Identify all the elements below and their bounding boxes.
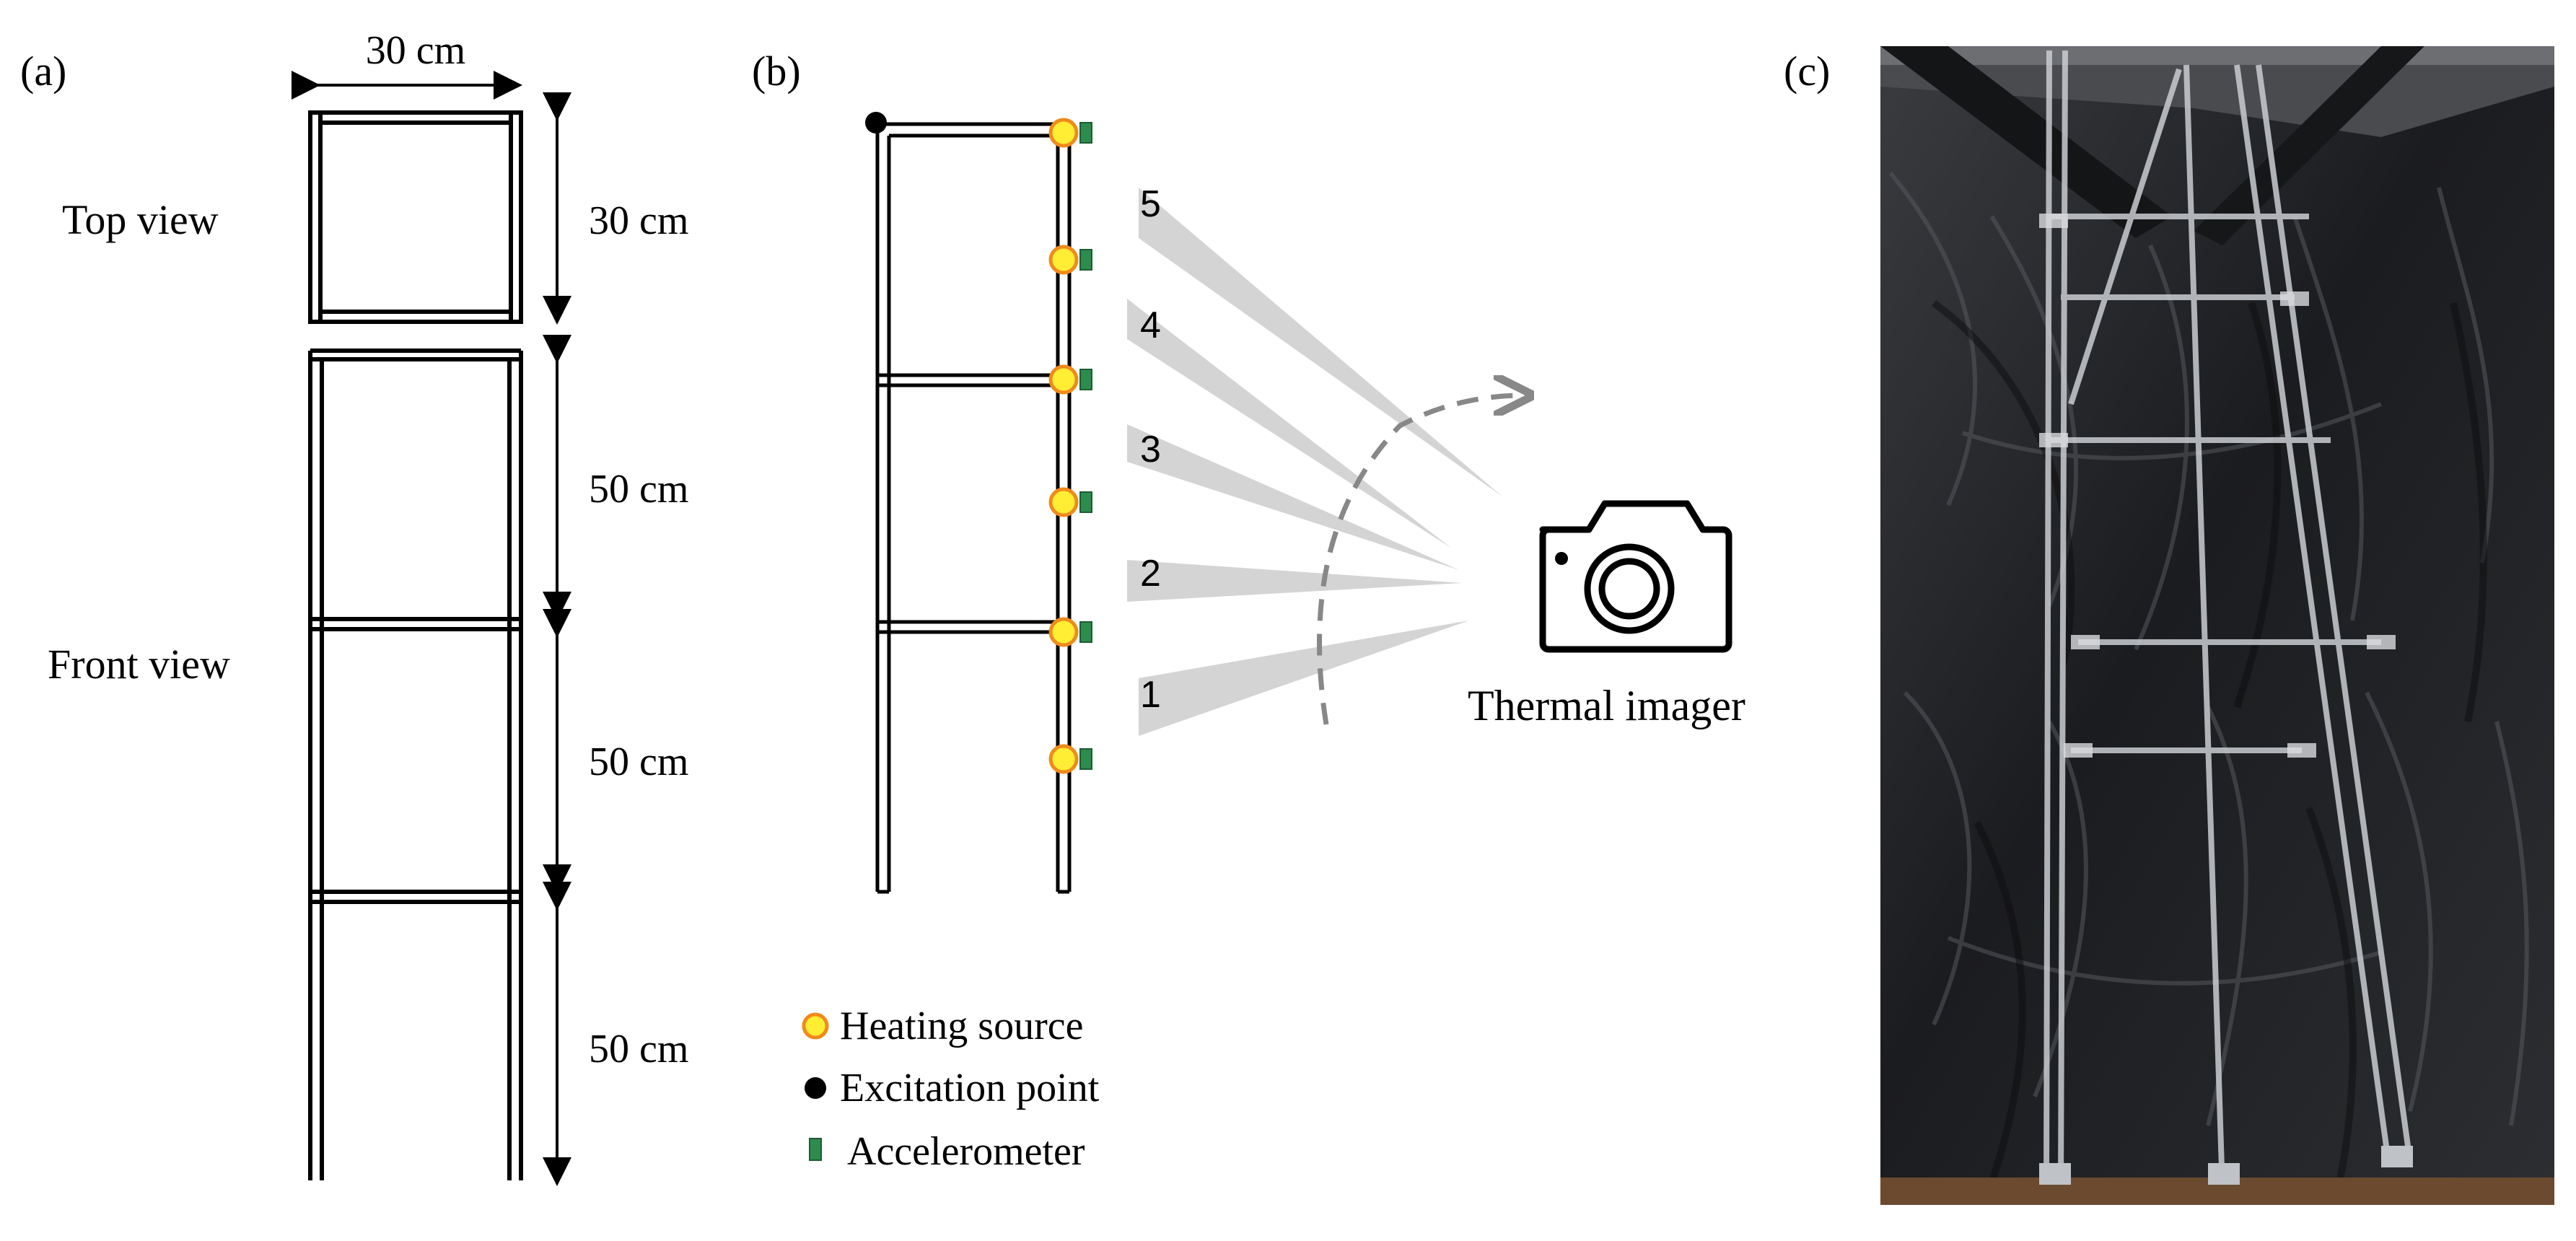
accelerometer (1079, 621, 1092, 643)
legend-heating-swatch (802, 1012, 829, 1040)
view-beam-3 (1127, 424, 1459, 570)
accelerometer (1079, 369, 1092, 390)
legend-excitation: Excitation point (805, 1066, 1100, 1110)
sensor-level-1 (1048, 118, 1092, 148)
view-beam-1 (1139, 620, 1469, 736)
view-beams (1127, 188, 1502, 736)
sensor-level-5 (1048, 617, 1092, 647)
front-view-label: Front view (48, 641, 230, 688)
accelerometer (1079, 249, 1092, 271)
top-view-frame (308, 110, 523, 324)
legend-excitation-swatch (805, 1077, 826, 1099)
top-view-label: Top view (62, 196, 219, 243)
heating-source (1048, 744, 1079, 774)
panel-b-label: (b) (752, 48, 801, 95)
legend-accelerometer: Accelerometer (809, 1129, 1085, 1174)
heating-source (1048, 617, 1079, 647)
dim-story-2-label: 50 cm (589, 740, 688, 784)
dimension-arrows (292, 71, 571, 1186)
legend-heating: Heating source (802, 1004, 1083, 1048)
camera-label: Thermal imager (1468, 682, 1745, 729)
accelerometer (1079, 491, 1092, 513)
sensor-stack (1048, 118, 1092, 774)
view-beam-4 (1127, 299, 1452, 548)
view-label-5: 5 (1140, 183, 1161, 225)
sensor-level-4 (1048, 487, 1092, 517)
camera-icon (1539, 500, 1732, 653)
heating-source (1048, 245, 1079, 275)
view-label-4: 4 (1140, 304, 1161, 346)
view-label-3: 3 (1140, 429, 1161, 470)
panel-a: (a) 30 (20, 28, 688, 1186)
view-label-1: 1 (1140, 674, 1161, 716)
photo (1880, 46, 2554, 1205)
front-view-frame (308, 348, 523, 1180)
accelerometer (1079, 122, 1092, 144)
heating-source (1048, 364, 1079, 395)
sensor-level-2 (1048, 245, 1092, 275)
excitation-point (865, 112, 887, 133)
rotation-arc (1317, 395, 1524, 725)
legend-accelerometer-swatch (809, 1138, 822, 1161)
legend-accelerometer-label: Accelerometer (847, 1129, 1085, 1174)
dim-story-3-label: 50 cm (589, 1027, 688, 1071)
side-view-frame (875, 122, 1072, 894)
panel-c-label: (c) (1784, 48, 1830, 95)
legend-heating-label: Heating source (840, 1004, 1083, 1048)
dim-depth-label: 30 cm (589, 198, 688, 243)
legend: Heating source Excitation point Accelero… (802, 1004, 1100, 1174)
accelerometer (1079, 748, 1092, 770)
view-beam-2 (1127, 560, 1462, 602)
view-label-2: 2 (1140, 553, 1161, 595)
dim-width-label: 30 cm (366, 28, 465, 73)
sensor-level-3 (1048, 364, 1092, 395)
panel-b: (b) (752, 48, 1745, 1174)
panel-c: (c) (1784, 46, 2554, 1205)
heating-source (1048, 118, 1079, 148)
legend-excitation-label: Excitation point (840, 1066, 1100, 1110)
dim-story-1-label: 50 cm (589, 467, 688, 512)
heating-source (1048, 487, 1079, 517)
panel-a-label: (a) (20, 48, 66, 95)
sensor-level-6 (1048, 744, 1092, 774)
